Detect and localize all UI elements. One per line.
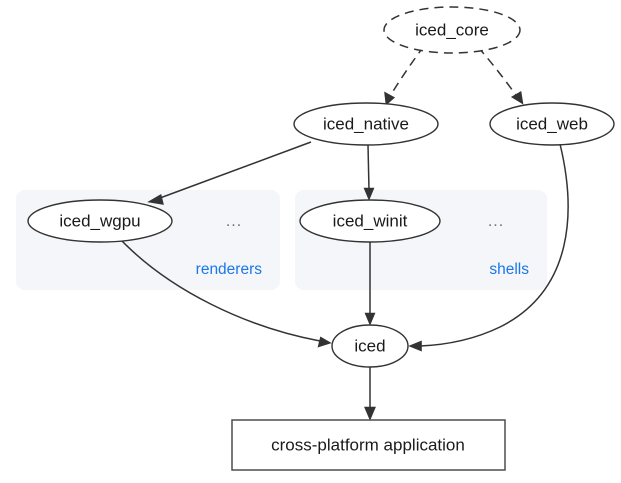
edge-iced-core-to-iced-native — [384, 45, 425, 106]
node-iced-winit-shape[interactable] — [299, 199, 441, 243]
node-application[interactable]: cross-platform application — [231, 419, 506, 471]
cluster-renderers-label: renderers — [196, 261, 263, 278]
edge-iced-native-to-iced-winit — [363, 144, 375, 201]
edge-iced-web-to-iced-line — [419, 143, 569, 347]
node-iced-winit[interactable]: iced_winit — [299, 199, 441, 243]
edge-iced-native-to-iced-wgpu — [147, 141, 312, 205]
edge-iced-native-to-iced-wgpu-line — [159, 141, 312, 199]
node-iced-native-shape[interactable] — [293, 102, 439, 146]
node-iced-winit-label: iced_winit — [333, 211, 408, 230]
edge-iced-wgpu-to-iced-arrowhead — [317, 336, 332, 348]
node-iced-native[interactable]: iced_native — [293, 102, 439, 146]
edge-iced-native-to-iced-winit-arrowhead — [363, 187, 375, 201]
node-iced-web[interactable]: iced_web — [489, 102, 615, 146]
node-iced-core[interactable]: iced_core — [383, 6, 521, 54]
edge-iced-native-to-iced-wgpu-arrowhead — [147, 194, 164, 205]
node-iced-wgpu-label: iced_wgpu — [59, 211, 140, 230]
node-iced-web-label: iced_web — [516, 114, 588, 133]
cluster-shells-ellipsis: ... — [488, 213, 504, 230]
node-iced-core-label: iced_core — [415, 20, 489, 39]
node-application-label: cross-platform application — [271, 435, 465, 454]
edge-iced-to-application-arrowhead — [364, 406, 376, 421]
edge-iced-winit-to-iced — [364, 242, 376, 326]
edge-iced-core-to-iced-web — [477, 46, 524, 105]
edge-iced-winit-to-iced-arrowhead — [364, 312, 376, 326]
edge-iced-wgpu-to-iced — [121, 240, 332, 348]
cluster-renderers-ellipsis: ... — [226, 213, 242, 230]
edge-iced-core-to-iced-native-line — [389, 45, 425, 97]
edge-iced-web-to-iced-arrowhead — [408, 340, 422, 352]
edge-iced-core-to-iced-native-arrowhead — [384, 91, 396, 106]
node-iced-shape[interactable] — [331, 324, 409, 368]
node-iced-native-label: iced_native — [323, 114, 409, 133]
node-application-shape[interactable] — [231, 419, 506, 471]
cluster-shells-label: shells — [489, 261, 529, 278]
edge-iced-core-to-iced-web-arrowhead — [510, 91, 524, 105]
edge-iced-native-to-iced-winit-line — [367, 144, 370, 191]
edge-iced-to-application — [364, 367, 376, 421]
node-iced-wgpu[interactable]: iced_wgpu — [27, 199, 173, 243]
node-iced-web-shape[interactable] — [489, 102, 615, 146]
node-iced-label: iced — [354, 336, 385, 355]
edge-iced-core-to-iced-web-line — [477, 46, 517, 96]
node-iced-core-shape[interactable] — [383, 6, 521, 54]
node-iced-wgpu-shape[interactable] — [27, 199, 173, 243]
node-iced[interactable]: iced — [331, 324, 409, 368]
edge-iced-wgpu-to-iced-line — [121, 240, 321, 342]
edge-iced-web-to-iced — [408, 143, 569, 352]
